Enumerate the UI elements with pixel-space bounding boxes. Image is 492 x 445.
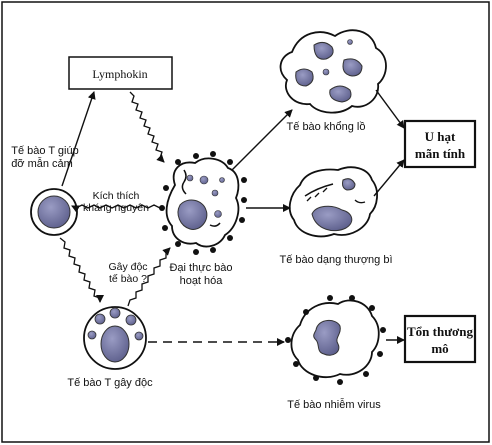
t-cytotoxic-label: Tế bào T gây độc — [67, 377, 153, 389]
giant-cell-label: Tế bào khổng lồ — [287, 121, 366, 133]
tissue-damage-label-line2: mô — [431, 341, 448, 356]
arrow-lymphokin-to-macrophage — [129, 91, 165, 163]
tissue-damage-box: Tổn thương mô — [403, 314, 477, 364]
arrow-thelper-to-tcytotoxic — [59, 237, 104, 303]
lymphokin-label: Lymphokin — [92, 67, 147, 81]
macrophage-label-line1: Đại thực bào — [169, 262, 232, 274]
epithelioid-cell — [288, 166, 378, 238]
arrow-thelper-to-lymphokin — [61, 91, 96, 187]
activated-macrophage — [159, 151, 247, 255]
macrophage-label-line2: hoạt hóa — [180, 275, 224, 287]
cytotox-label-line1: Gây độc — [108, 261, 147, 273]
cytotox-label-line2: tế bào ? — [109, 273, 147, 285]
t-helper-cell — [30, 188, 78, 236]
granuloma-label-line1: U hạt — [425, 129, 456, 144]
stimulation-label-line1: Kích thích — [93, 190, 140, 202]
stimulation-label-line2: kháng nguyên — [83, 202, 149, 214]
t-cytotoxic-cell — [83, 306, 147, 370]
tissue-damage-label-line1: Tổn thương — [407, 324, 473, 339]
lymphokin-box: Lymphokin — [68, 56, 173, 90]
giant-cell — [279, 29, 387, 114]
arrow-tcytotoxic-to-macrophage — [127, 247, 171, 307]
arrow-epithelioid-to-granuloma — [373, 159, 405, 197]
arrow-stimulation-to-thelper — [71, 204, 161, 213]
epithelioid-label: Tế bào dạng thượng bì — [279, 254, 392, 266]
arrow-macrophage-to-giant — [231, 109, 293, 171]
virus-infected-cell — [285, 295, 386, 385]
infected-cell-label: Tế bào nhiễm virus — [287, 398, 381, 411]
t-helper-label-line1: Tế bào T giúp — [11, 145, 78, 157]
arrow-giant-to-granuloma — [375, 89, 405, 129]
granuloma-label-line2: mãn tính — [415, 146, 466, 161]
granuloma-box: U hạt mãn tính — [403, 119, 477, 169]
t-helper-label-line2: đỡ mẫn cảm — [11, 157, 73, 170]
